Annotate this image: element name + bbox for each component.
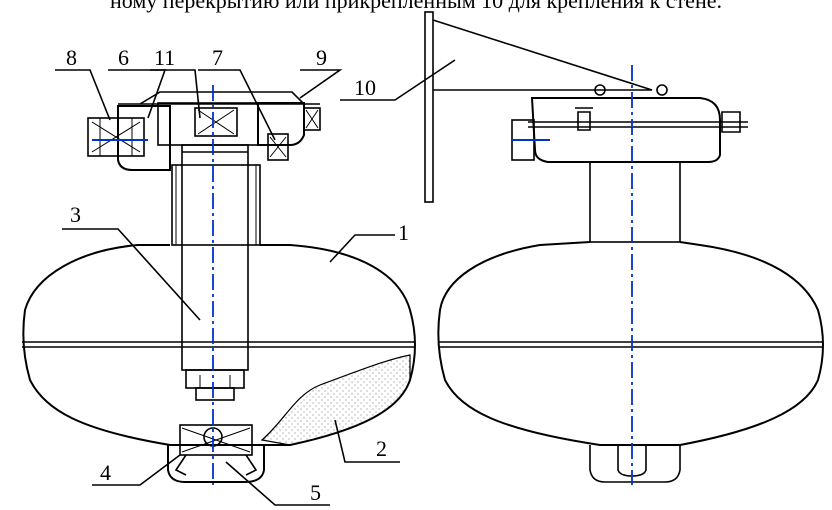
label-5: 5 bbox=[310, 480, 321, 505]
powder-fill bbox=[260, 354, 411, 446]
label-2: 2 bbox=[376, 436, 387, 461]
label-3: 3 bbox=[70, 202, 81, 227]
bottom-plug bbox=[179, 424, 253, 456]
left-section-view bbox=[22, 85, 416, 485]
head-housing bbox=[117, 105, 171, 171]
head-block bbox=[157, 102, 259, 146]
caption-text: ному перекрытию или прикрепленным 10 для… bbox=[110, 0, 722, 13]
tube-sleeve bbox=[171, 164, 261, 246]
label-10: 10 bbox=[354, 75, 376, 100]
right-head bbox=[530, 97, 721, 163]
label-8: 8 bbox=[66, 45, 77, 70]
right-bottom-cap bbox=[589, 445, 681, 483]
gas-generator bbox=[181, 144, 249, 371]
terminal-nut bbox=[267, 133, 289, 161]
right-neck bbox=[589, 161, 681, 243]
bottom-cap bbox=[167, 445, 265, 483]
cable-gland bbox=[87, 117, 145, 157]
wall-bracket bbox=[424, 11, 434, 203]
cover-9 bbox=[139, 91, 305, 105]
label-4: 4 bbox=[100, 460, 111, 485]
label-1: 1 bbox=[398, 220, 409, 245]
right-body bbox=[437, 241, 824, 446]
leader-lines bbox=[55, 59, 456, 506]
label-7: 7 bbox=[212, 45, 223, 70]
label-11: 11 bbox=[154, 45, 175, 70]
label-6: 6 bbox=[118, 45, 129, 70]
nozzle bbox=[185, 369, 245, 389]
label-9: 9 bbox=[316, 45, 327, 70]
igniter bbox=[194, 107, 238, 137]
right-exterior-view bbox=[424, 11, 824, 485]
